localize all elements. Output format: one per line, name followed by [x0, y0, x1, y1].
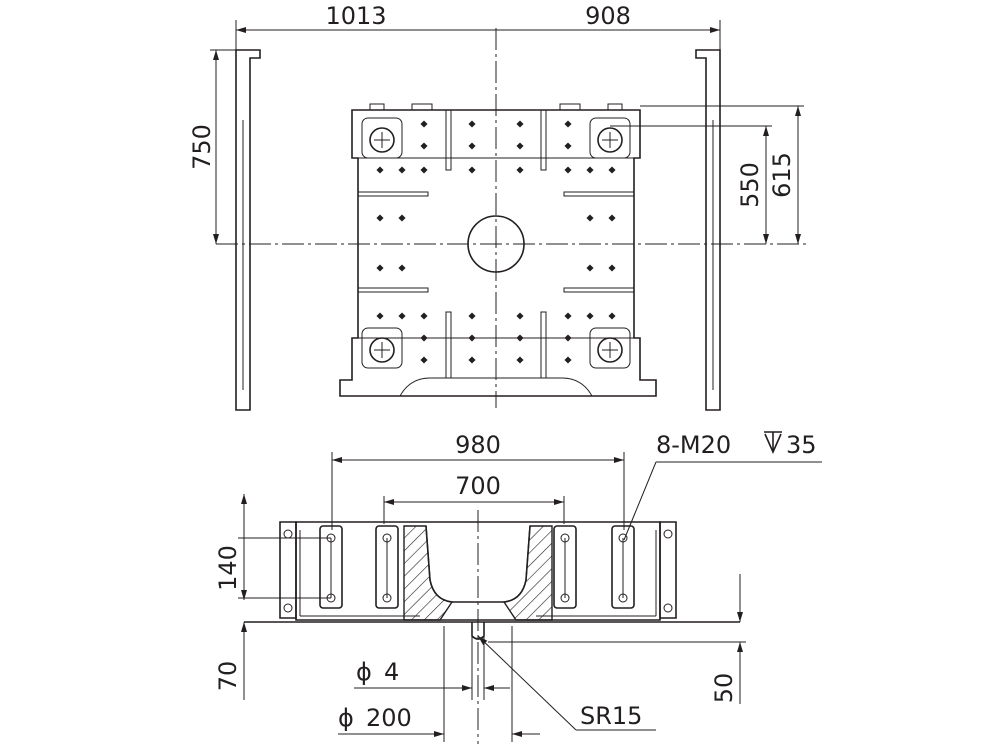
flange-screw	[663, 529, 673, 539]
right-rail	[695, 49, 721, 411]
bolt-hole	[376, 166, 384, 174]
depth-symbol-icon	[764, 431, 782, 454]
flange-screw	[283, 603, 293, 613]
t-slot	[445, 311, 452, 379]
bolt-hole	[608, 214, 616, 222]
plate-tab	[607, 103, 623, 111]
flange-screw	[663, 603, 673, 613]
main-plate-outline	[339, 109, 657, 397]
bolt-hole-grid	[376, 120, 616, 364]
dim-text-phi200: 200	[366, 704, 412, 732]
center-bore	[467, 215, 525, 273]
bolt-hole	[420, 312, 428, 320]
bolt-hole	[586, 166, 594, 174]
bolt-hole	[420, 166, 428, 174]
left-rail	[235, 49, 261, 411]
corner-pocket-top-left	[361, 117, 403, 159]
plate-lower-step	[399, 377, 593, 397]
dim-text-615: 615	[768, 152, 796, 198]
bolt-hole	[564, 142, 572, 150]
bolt-hole	[608, 312, 616, 320]
left-flange	[279, 521, 297, 619]
t-slot	[357, 287, 429, 293]
t-slot	[540, 109, 547, 171]
dim-text-140: 140	[214, 545, 242, 591]
bolt-hole	[564, 166, 572, 174]
bolt-hole	[516, 312, 524, 320]
dim-text-phi200-symbol: ϕ	[338, 704, 354, 732]
t-slot	[445, 109, 452, 171]
bolt-slot-3	[553, 525, 577, 609]
bolt-hole	[586, 264, 594, 272]
dim-text-sr15: SR15	[580, 702, 642, 730]
bolt-hole	[468, 312, 476, 320]
bolt-hole	[564, 120, 572, 128]
sr15-leader	[477, 635, 577, 731]
bolt-hole	[468, 120, 476, 128]
bolt-hole	[376, 214, 384, 222]
dim-text-550: 550	[736, 162, 764, 208]
bolt-hole	[398, 312, 406, 320]
bolt-hole	[420, 120, 428, 128]
hatched-section-right	[502, 525, 553, 621]
dim-text-70: 70	[214, 661, 242, 692]
bolt-hole	[586, 214, 594, 222]
bolt-hole	[586, 312, 594, 320]
top-view: 1013 908 750	[188, 2, 808, 411]
plate-tab	[369, 103, 385, 111]
bolt-hole	[398, 264, 406, 272]
bolt-hole	[420, 142, 428, 150]
bolt-hole	[420, 334, 428, 342]
bolt-hole	[468, 166, 476, 174]
dim-text-700: 700	[455, 472, 501, 500]
bolt-hole	[376, 264, 384, 272]
bolt-hole	[468, 334, 476, 342]
t-slot	[563, 287, 635, 293]
dim-text-phi4: 4	[384, 658, 399, 686]
dim-text-left-width: 1013	[325, 2, 386, 30]
bolt-hole	[516, 334, 524, 342]
bolt-slot-1	[319, 525, 343, 609]
flange-screw	[283, 529, 293, 539]
bolt-hole	[516, 142, 524, 150]
bolt-slot-4	[611, 525, 635, 609]
t-slot	[563, 191, 635, 197]
bolt-hole	[564, 334, 572, 342]
bolt-slot-2	[375, 525, 399, 609]
bolt-hole	[398, 166, 406, 174]
right-flange	[659, 521, 677, 619]
plate-tab	[411, 103, 433, 111]
dim-text-phi4-symbol: ϕ	[356, 658, 372, 686]
thread-depth-text: 35	[786, 431, 817, 459]
hatched-section-left	[403, 525, 454, 621]
bolt-hole	[564, 312, 572, 320]
thread-leader	[623, 461, 657, 541]
dim-text-right-width: 908	[585, 2, 631, 30]
front-view: 980 700 8-M20 35	[214, 431, 822, 744]
bolt-hole	[608, 264, 616, 272]
plate-tab	[559, 103, 581, 111]
bolt-hole	[608, 166, 616, 174]
bolt-hole	[420, 356, 428, 364]
bolt-hole	[516, 356, 524, 364]
bolt-hole	[376, 312, 384, 320]
bolt-hole	[516, 166, 524, 174]
corner-pocket-bottom-left	[361, 327, 403, 369]
t-slot	[540, 311, 547, 379]
dim-text-50: 50	[710, 673, 738, 704]
bolt-hole	[564, 356, 572, 364]
dim-text-980: 980	[455, 431, 501, 459]
bolt-hole	[398, 214, 406, 222]
thread-callout-text: 8-M20	[656, 431, 731, 459]
bolt-hole	[468, 142, 476, 150]
corner-pocket-bottom-right	[589, 327, 631, 369]
bolt-hole	[468, 356, 476, 364]
corner-pocket-top-right	[589, 117, 631, 159]
t-slot	[357, 191, 429, 197]
bolt-hole	[516, 120, 524, 128]
dim-text-750: 750	[188, 124, 216, 170]
